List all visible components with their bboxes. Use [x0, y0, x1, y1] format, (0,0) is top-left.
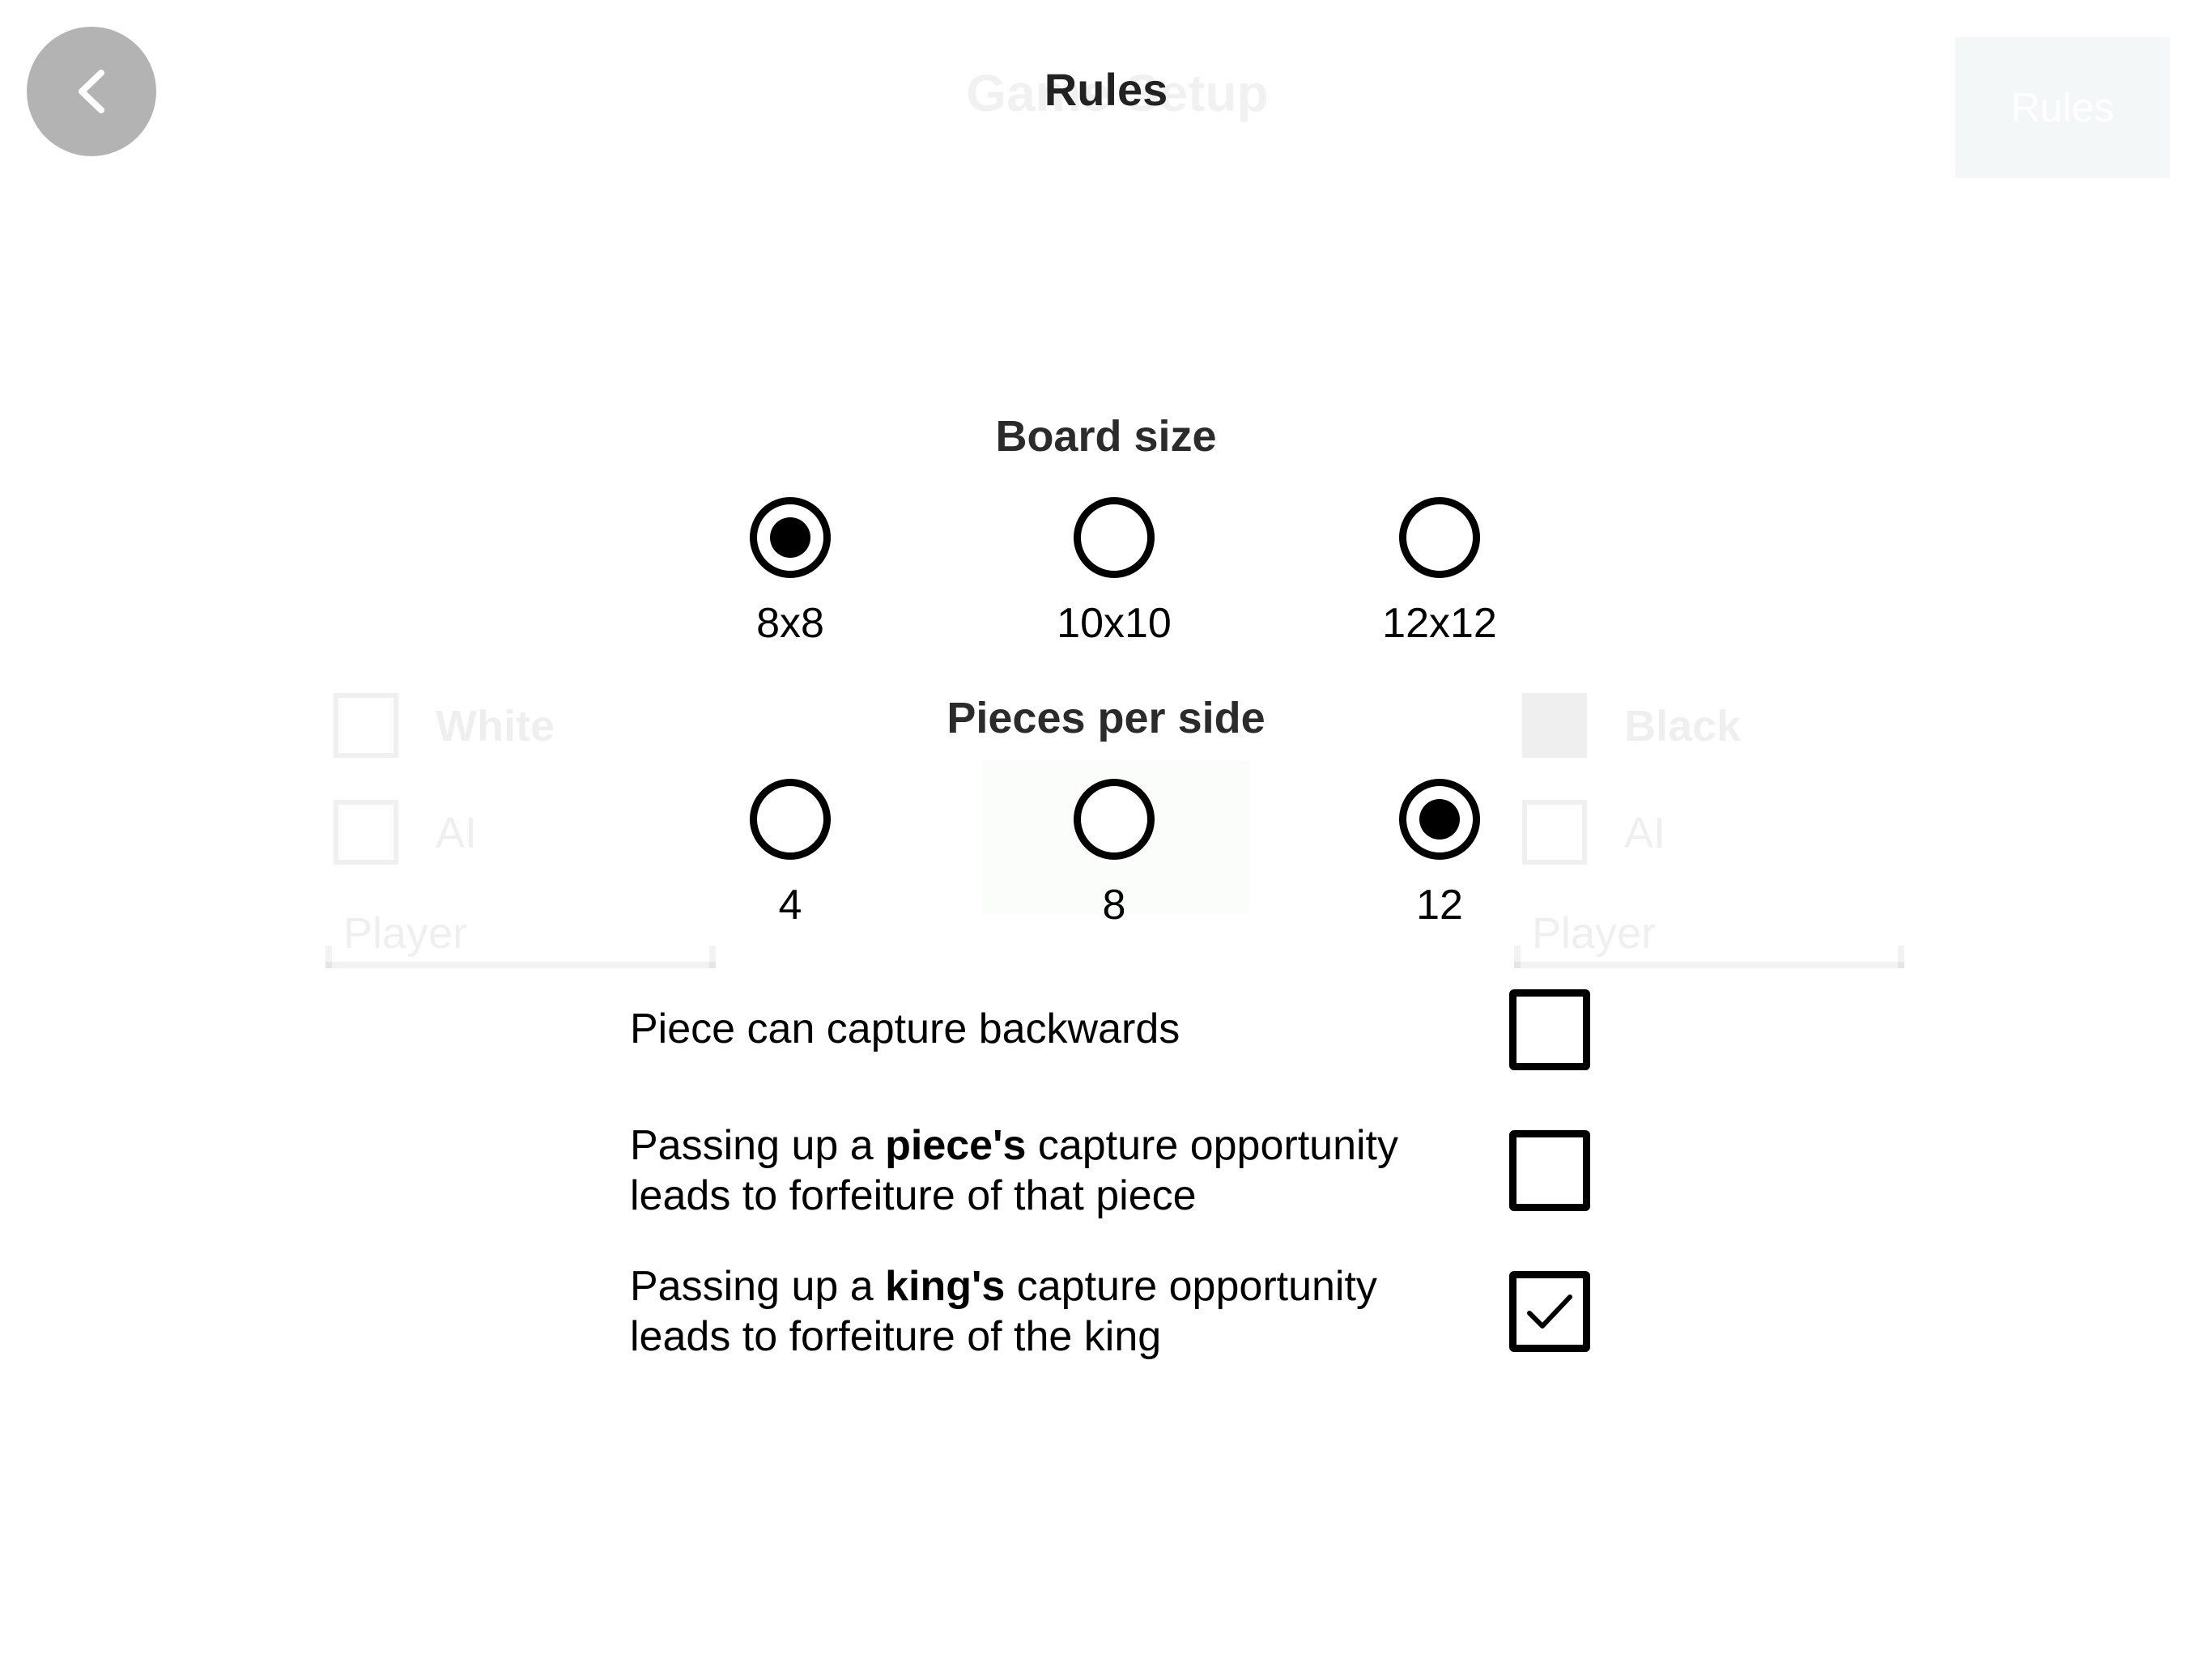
background-white-player-underline: [325, 962, 716, 968]
background-white-player-placeholder: Player: [343, 909, 468, 958]
radio-selected-dot: [770, 517, 810, 558]
board-size-radio-10x10[interactable]: [1074, 497, 1155, 578]
board-size-title: Board size: [995, 412, 1217, 461]
back-button[interactable]: [27, 27, 156, 156]
rule-capture-backwards-checkbox[interactable]: [1509, 989, 1590, 1070]
rule-piece-forfeit-text: Passing up a piece's capture opportunity…: [630, 1120, 1440, 1221]
board-size-label-8x8: 8x8: [756, 600, 824, 647]
pieces-label-8: 8: [1102, 882, 1126, 929]
background-underline-tick: [325, 946, 332, 968]
board-size-radio-8x8[interactable]: [750, 497, 831, 578]
background-underline-tick: [1898, 946, 1904, 968]
background-black-ai-checkbox: [1522, 800, 1587, 865]
rule-text: capture opportunity: [1026, 1122, 1398, 1169]
board-size-label-10x10: 10x10: [1057, 600, 1172, 647]
background-title: Game Setup: [966, 64, 1269, 122]
rule-capture-backwards-text: Piece can capture backwards: [630, 1004, 1440, 1054]
background-underline-tick: [1514, 946, 1521, 968]
background-white-ai-label: AI: [436, 809, 478, 857]
board-size-radio-12x12[interactable]: [1399, 497, 1480, 578]
rule-king-forfeit-checkbox[interactable]: [1509, 1271, 1590, 1352]
pieces-radio-4[interactable]: [750, 779, 831, 860]
pieces-per-side-title: Pieces per side: [946, 694, 1266, 742]
radio-selected-dot: [1419, 799, 1460, 840]
rule-text: capture opportunity: [1005, 1263, 1377, 1310]
background-black-player-underline: [1514, 962, 1904, 968]
page-title: Rules: [1044, 64, 1168, 115]
rule-text-bold: piece's: [885, 1122, 1027, 1169]
background-underline-tick: [709, 946, 716, 968]
rule-text-line2: leads to forfeiture of that piece: [630, 1172, 1197, 1219]
pieces-label-4: 4: [778, 882, 802, 929]
background-black-ai-label: AI: [1624, 809, 1666, 857]
background-black-player-placeholder: Player: [1532, 909, 1657, 958]
pieces-label-12: 12: [1416, 882, 1463, 929]
pieces-radio-12[interactable]: [1399, 779, 1480, 860]
background-rules-button: Rules: [1955, 37, 2170, 178]
pieces-radio-8[interactable]: [1074, 779, 1155, 860]
rule-text-bold: king's: [885, 1263, 1006, 1310]
background-white-checkbox: [334, 693, 398, 758]
rule-text-line2: leads to forfeiture of the king: [630, 1313, 1162, 1360]
rule-piece-forfeit-checkbox[interactable]: [1509, 1130, 1590, 1211]
rule-king-forfeit-text: Passing up a king's capture opportunity …: [630, 1261, 1440, 1362]
rule-text: Passing up a: [630, 1122, 886, 1169]
background-white-ai-checkbox: [334, 800, 398, 865]
checkmark-icon: [1527, 1295, 1572, 1329]
rule-text: Piece can capture backwards: [630, 1005, 1180, 1052]
background-black-checkbox: [1522, 693, 1587, 758]
background-black-label: Black: [1624, 702, 1742, 750]
background-white-label: White: [436, 702, 555, 750]
chevron-left-icon: [79, 70, 104, 113]
board-size-label-12x12: 12x12: [1382, 600, 1497, 647]
rule-text: Passing up a: [630, 1263, 886, 1310]
